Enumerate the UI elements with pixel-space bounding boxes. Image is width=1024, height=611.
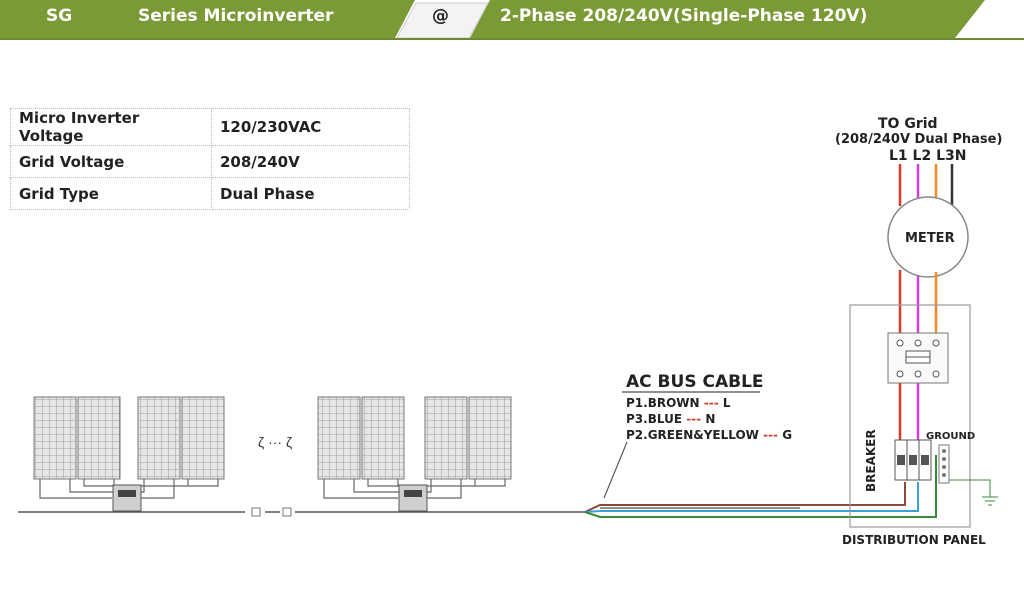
array-ellipsis: ζ ··· ζ xyxy=(258,434,292,450)
solar-panel xyxy=(424,396,468,480)
bus-conductors xyxy=(584,455,937,518)
solar-panel xyxy=(361,396,405,480)
cable-line: P3.BLUE --- N xyxy=(626,412,715,426)
cable-title: AC BUS CABLE xyxy=(626,372,764,392)
microinverter xyxy=(112,484,142,512)
disconnect-to-breaker-wires xyxy=(898,383,920,440)
solar-panel xyxy=(77,396,121,480)
spec-row: Grid Type Dual Phase xyxy=(10,177,410,210)
meter: METER xyxy=(887,196,969,278)
cable-line: P1.BROWN --- L xyxy=(626,396,731,410)
header-phase-title: 2-Phase 208/240V(Single-Phase 120V) xyxy=(500,6,868,26)
distribution-panel-label: DISTRIBUTION PANEL xyxy=(842,533,986,547)
spec-key: Grid Voltage xyxy=(10,145,212,178)
cable-line: P2.GREEN&YELLOW --- G xyxy=(626,428,792,442)
spec-value: 120/230VAC xyxy=(211,108,410,146)
solar-panel xyxy=(181,396,225,480)
spec-table: Micro Inverter Voltage 120/230VAC Grid V… xyxy=(10,108,410,210)
ac-trunk-cable xyxy=(18,507,585,517)
header-brand: SG xyxy=(46,6,73,26)
header-series-title: Series Microinverter xyxy=(138,6,334,26)
distribution-panel-box xyxy=(849,304,971,528)
grid-title: TO Grid xyxy=(878,116,938,132)
breaker xyxy=(894,439,932,481)
grid-subtitle: (208/240V Dual Phase) xyxy=(835,132,1002,147)
solar-panel xyxy=(33,396,77,480)
breaker-label: BREAKER xyxy=(864,429,878,492)
ground-bar xyxy=(938,444,998,506)
header-divider xyxy=(0,38,1024,40)
meter-label: METER xyxy=(905,231,955,246)
solar-array-right xyxy=(317,396,512,512)
solar-panel xyxy=(137,396,181,480)
spec-value: Dual Phase xyxy=(211,177,410,210)
solar-array-left xyxy=(33,396,225,512)
solar-panel xyxy=(317,396,361,480)
cable-callout-line xyxy=(603,441,628,499)
header-background xyxy=(0,0,985,38)
grid-phase-labels: L1 L2 L3N xyxy=(889,148,966,164)
microinverter xyxy=(398,484,428,512)
spec-row: Grid Voltage 208/240V xyxy=(10,145,410,178)
main-disconnect xyxy=(887,332,949,384)
header-at-sign: @ xyxy=(432,6,449,26)
header-band: SG Series Microinverter @ 2-Phase 208/24… xyxy=(0,0,1024,38)
meter-to-disconnect-wires xyxy=(898,270,938,335)
spec-value: 208/240V xyxy=(211,145,410,178)
ground-label: GROUND xyxy=(926,431,975,442)
solar-panel xyxy=(468,396,512,480)
